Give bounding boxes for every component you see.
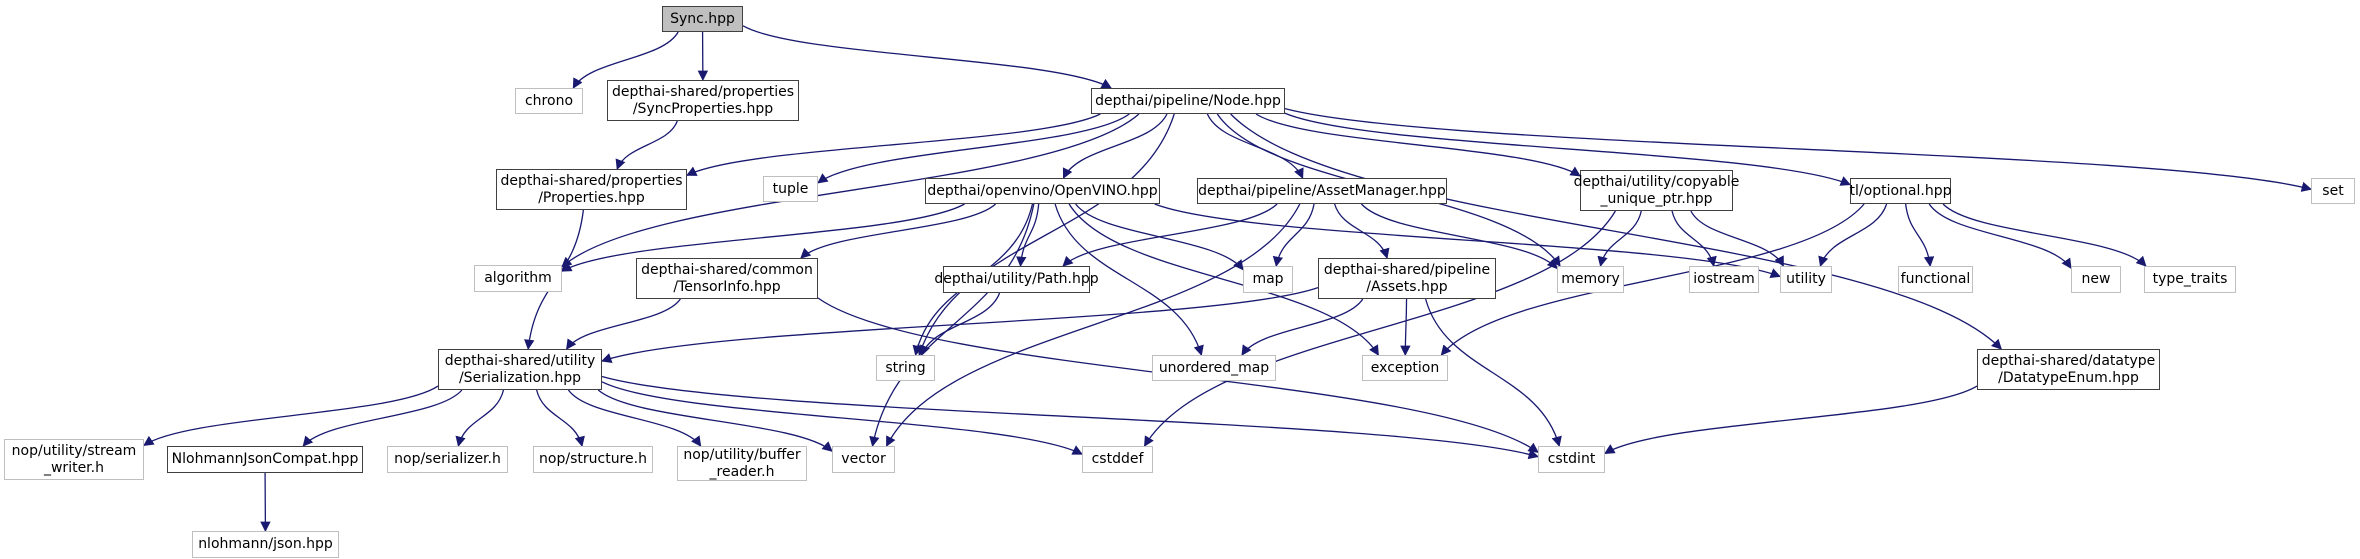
- edge-node-to-optional: [1284, 112, 1851, 186]
- node-syncprops[interactable]: depthai-shared/properties /SyncPropertie…: [607, 80, 799, 121]
- edge-node-to-tuple: [817, 113, 1130, 184]
- edge-serialization-to-buffer_reader: [567, 389, 702, 447]
- node-cstdint: cstdint: [1538, 446, 1605, 473]
- node-string: string: [876, 355, 935, 381]
- node-set: set: [2311, 178, 2355, 204]
- edge-assets-to-serialization: [601, 287, 1319, 363]
- edge-serialization-to-nlohmanncompat: [302, 389, 463, 447]
- edge-copyable-to-cstddef: [1143, 210, 1616, 447]
- node-exception: exception: [1362, 355, 1448, 381]
- edge-assetmgr-to-path: [1062, 203, 1278, 267]
- node-unordered-map: unordered_map: [1152, 355, 1276, 381]
- edge-node-to-string: [917, 113, 1175, 356]
- node-node[interactable]: depthai/pipeline/Node.hpp: [1091, 88, 1285, 114]
- node-algorithm: algorithm: [474, 265, 562, 292]
- edge-copyable-to-iostream: [1671, 210, 1717, 268]
- edge-openvino-to-unordered_map: [1054, 203, 1204, 356]
- edge-serialization-to-serializer: [455, 389, 505, 448]
- edge-sync-to-chrono: [572, 31, 679, 89]
- node-openvino[interactable]: depthai/openvino/OpenVINO.hpp: [925, 178, 1160, 204]
- node-chrono: chrono: [515, 88, 583, 114]
- edge-assetmgr-to-vector: [885, 203, 1301, 447]
- edge-serialization-to-vector: [597, 389, 833, 452]
- node-props[interactable]: depthai-shared/properties /Properties.hp…: [496, 169, 687, 210]
- node-type-traits: type_traits: [2144, 266, 2236, 293]
- node-utility: utility: [1780, 266, 1832, 293]
- edge-serialization-to-cstddef: [601, 381, 1083, 455]
- edge-sync-to-node: [742, 25, 1112, 89]
- edge-copyable-to-utility: [1690, 210, 1784, 267]
- edge-node-to-set: [1284, 107, 2313, 192]
- edge-serialization-to-stream_writer: [143, 385, 439, 446]
- edge-openvino-to-exception: [1068, 203, 1379, 356]
- node-buffer-reader: nop/utility/buffer _reader.h: [677, 446, 807, 481]
- node-vector: vector: [832, 446, 895, 473]
- node-serializer: nop/serializer.h: [387, 446, 508, 473]
- node-memory: memory: [1557, 266, 1624, 293]
- node-structure: nop/structure.h: [533, 446, 653, 473]
- edge-openvino-to-tensorinfo: [800, 203, 997, 259]
- edge-serialization-to-cstdint: [601, 375, 1540, 460]
- edge-assetmgr-to-assets: [1334, 203, 1390, 259]
- edge-serialization-to-structure: [535, 389, 585, 448]
- edge-assetmgr-to-map: [1272, 203, 1315, 268]
- edge-syncprops-to-props: [615, 120, 678, 170]
- node-stream-writer: nop/utility/stream _writer.h: [4, 439, 144, 480]
- node-serialization[interactable]: depthai-shared/utility /Serialization.hp…: [438, 349, 602, 390]
- edge-openvino-to-utility: [1154, 203, 1781, 278]
- edge-node-to-openvino: [1062, 113, 1168, 179]
- edge-datatypeenum-to-cstdint: [1604, 385, 1978, 454]
- edge-assets-to-exception: [1400, 298, 1411, 357]
- node-tensorinfo[interactable]: depthai-shared/common /TensorInfo.hpp: [636, 258, 818, 299]
- node-copyable[interactable]: depthai/utility/copyable _unique_ptr.hpp: [1574, 170, 1739, 211]
- edge-optional-to-exception: [1440, 203, 1865, 356]
- node-nlohmanncompat[interactable]: NlohmannJsonCompat.hpp: [167, 446, 363, 473]
- edge-node-to-datatypeenum: [1230, 113, 2003, 350]
- node-map: map: [1243, 266, 1293, 293]
- node-sync[interactable]: Sync.hpp: [662, 6, 743, 32]
- edge-assetmgr-to-memory: [1360, 203, 1558, 270]
- edge-assets-to-unordered_map: [1241, 298, 1364, 356]
- node-json: nlohmann/json.hpp: [192, 531, 339, 558]
- edge-node-to-copyable: [1255, 113, 1581, 177]
- node-iostream: iostream: [1689, 266, 1759, 293]
- edge-node-to-assetmgr: [1206, 113, 1304, 179]
- node-assetmgr[interactable]: depthai/pipeline/AssetManager.hpp: [1197, 178, 1447, 204]
- node-new: new: [2071, 266, 2121, 293]
- edge-optional-to-type_traits: [1942, 203, 2147, 267]
- node-assets[interactable]: depthai-shared/pipeline /Assets.hpp: [1318, 258, 1496, 299]
- edge-copyable-to-memory: [1597, 210, 1642, 268]
- edge-openvino-to-algorithm: [561, 203, 965, 272]
- edge-node-to-props: [686, 113, 1101, 176]
- edge-node-to-algorithm: [561, 113, 1140, 268]
- edge-optional-to-new: [1928, 203, 2072, 270]
- node-optional[interactable]: tl/optional.hpp: [1850, 178, 1951, 204]
- edge-tensorinfo-to-serialization: [566, 298, 681, 350]
- edge-assets-to-cstdint: [1425, 298, 1562, 448]
- edge-openvino-to-path: [1016, 203, 1040, 268]
- node-tuple: tuple: [763, 176, 818, 202]
- node-path[interactable]: depthai/utility/Path.hpp: [934, 266, 1099, 293]
- edge-optional-to-functional: [1904, 203, 1935, 268]
- node-cstddef: cstddef: [1082, 446, 1153, 473]
- node-functional: functional: [1898, 266, 1973, 293]
- edge-optional-to-utility: [1818, 203, 1888, 267]
- node-datatypeenum[interactable]: depthai-shared/datatype /DatatypeEnum.hp…: [1977, 349, 2160, 390]
